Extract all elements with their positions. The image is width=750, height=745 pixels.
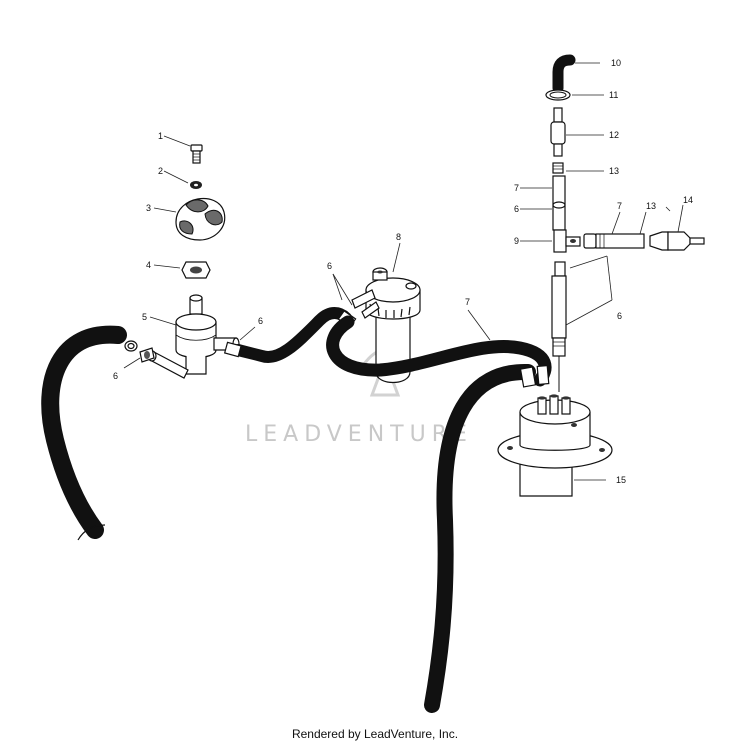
hex-nut	[181, 261, 211, 279]
vent-line-assembly	[545, 54, 705, 392]
label-part-12: 12	[609, 130, 619, 140]
label-part-10: 10	[611, 58, 621, 68]
label-part-6-left: 6	[113, 371, 118, 381]
hose-filter-to-pump	[326, 315, 552, 387]
left-fuel-hose	[41, 325, 127, 541]
label-part-4: 4	[146, 260, 151, 270]
label-part-7-horizontal: 7	[617, 201, 622, 211]
vent-fitting-upper	[552, 162, 564, 174]
vent-filter	[649, 231, 705, 251]
vent-elbow	[552, 54, 576, 94]
fuel-valve-assembly	[147, 144, 240, 379]
label-part-5: 5	[142, 312, 147, 322]
vent-hose-lower	[551, 261, 567, 357]
label-part-7-hose: 7	[465, 297, 470, 307]
label-part-13-right: 13	[646, 201, 656, 211]
check-valve	[550, 107, 566, 157]
return-fuel-hose	[424, 363, 550, 713]
footer-credit: Rendered by LeadVenture, Inc.	[291, 727, 459, 741]
vent-hose-horizontal	[583, 233, 645, 249]
fuel-valve-body	[147, 294, 240, 379]
watermark-text: LEADVENTURE	[245, 422, 473, 447]
barb-fitting-left	[139, 347, 155, 363]
fuel-pump-sender	[497, 394, 613, 497]
label-part-3: 3	[146, 203, 151, 213]
label-part-2: 2	[158, 166, 163, 176]
label-part-6-filter: 6	[327, 261, 332, 271]
label-part-11: 11	[609, 90, 618, 100]
leader-lines	[123, 62, 684, 481]
label-part-13-upper: 13	[609, 166, 619, 176]
label-part-6-right: 6	[617, 311, 622, 321]
vent-tee	[553, 229, 581, 253]
part-labels: 1 2 3 4 5 6 6 6 6 6 7 7 7 8 9 10 11 12 1…	[113, 58, 693, 485]
screw	[190, 144, 203, 164]
vent-clamp	[545, 89, 571, 101]
label-part-1: 1	[158, 131, 163, 141]
valve-knob	[175, 197, 226, 241]
label-part-9: 9	[514, 236, 519, 246]
label-part-6-vent: 6	[514, 204, 519, 214]
label-part-8: 8	[396, 232, 401, 242]
hose-clamp-left	[124, 340, 138, 352]
label-part-14: 14	[683, 195, 693, 205]
label-part-7-vent: 7	[514, 183, 519, 193]
label-part-6-valve: 6	[258, 316, 263, 326]
label-part-15: 15	[616, 475, 626, 485]
washer	[190, 181, 202, 189]
vent-hose-upper	[552, 175, 566, 231]
